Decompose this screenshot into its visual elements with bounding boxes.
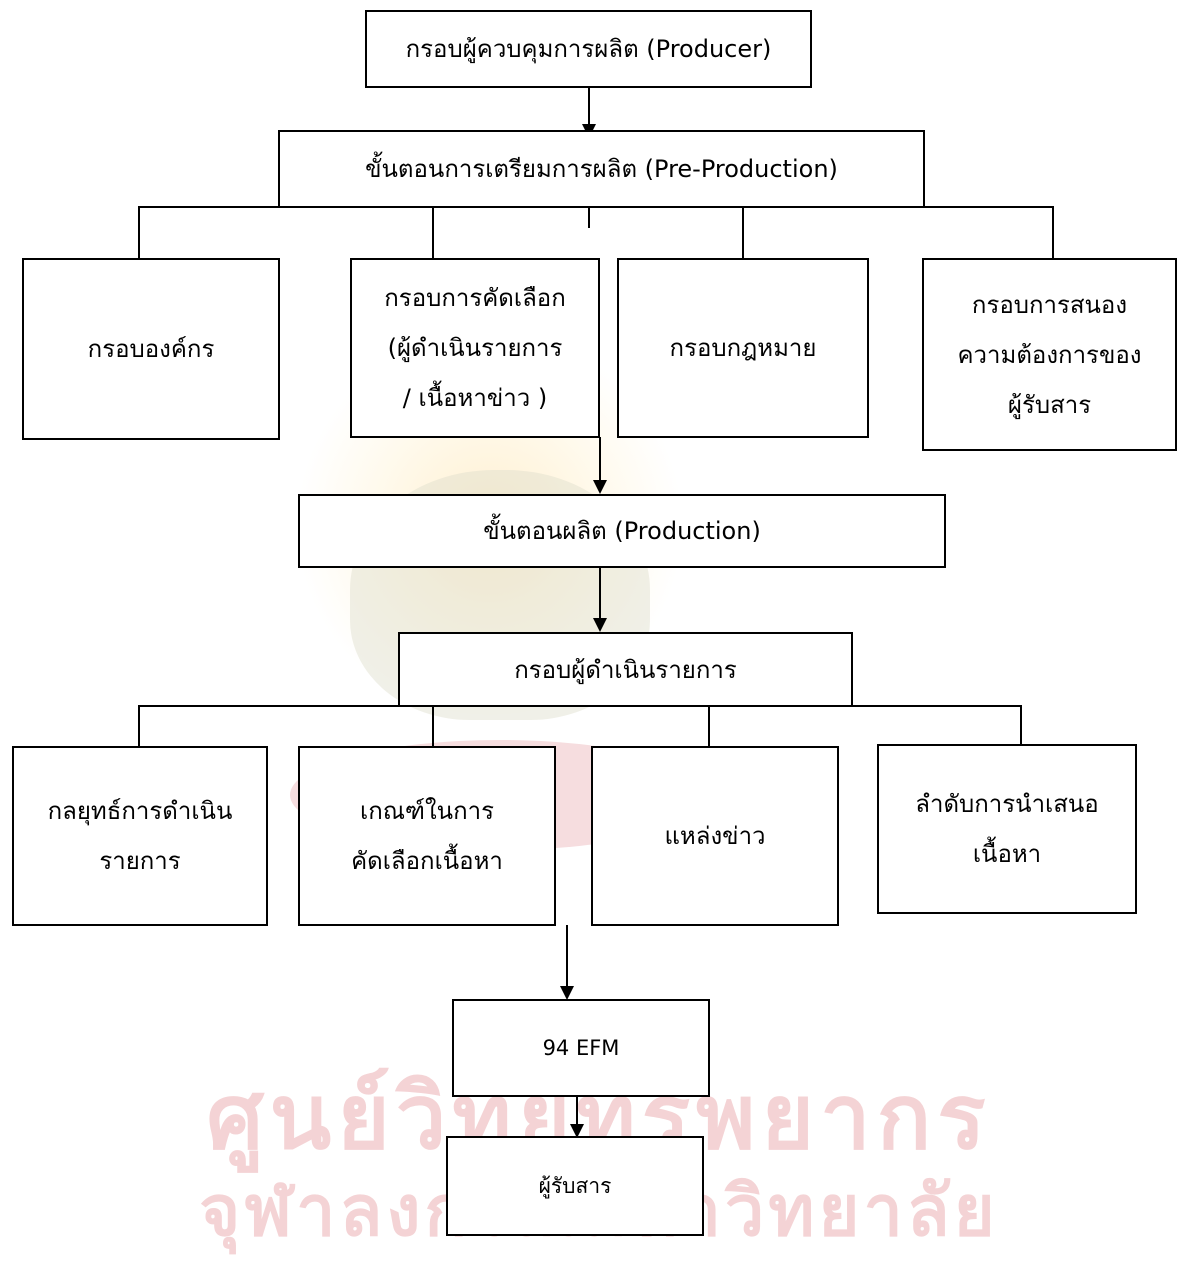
box-audience-needs-frame: กรอบการสนอง ความต้องการของ ผู้รับสาร xyxy=(922,258,1177,451)
box-presentation-order: ลำดับการนำเสนอ เนื้อหา xyxy=(877,744,1137,914)
connector-pre-child4 xyxy=(1052,206,1054,260)
arrowhead-to-production xyxy=(593,480,607,494)
connector-to-production xyxy=(599,437,601,481)
connector-to-audience xyxy=(576,1095,578,1125)
box-production: ขั้นตอนผลิต (Production) xyxy=(298,494,946,568)
box-legal-frame: กรอบกฎหมาย xyxy=(617,258,869,438)
arrowhead-to-host-frame xyxy=(593,618,607,632)
connector-to-host-frame xyxy=(599,566,601,620)
connector-producer-down xyxy=(588,86,590,126)
box-content-criteria: เกณฑ์ในการ คัดเลือกเนื้อหา xyxy=(298,746,556,926)
connector-pre-child1 xyxy=(138,206,140,260)
box-news-sources: แหล่งข่าว xyxy=(591,746,839,926)
connector-host-child1 xyxy=(138,705,140,747)
arrowhead-to-audience xyxy=(570,1124,584,1138)
box-host-strategy: กลยุทธ์การดำเนิน รายการ xyxy=(12,746,268,926)
connector-pre-down xyxy=(588,206,590,228)
connector-host-child2 xyxy=(432,705,434,747)
connector-host-child4 xyxy=(1020,705,1022,747)
connector-host-child3 xyxy=(708,705,710,747)
box-pre-production: ขั้นตอนการเตรียมการผลิต (Pre-Production) xyxy=(278,130,925,208)
box-producer: กรอบผู้ควบคุมการผลิต (Producer) xyxy=(365,10,812,88)
arrowhead-to-station xyxy=(560,986,574,1000)
box-station: 94 EFM xyxy=(452,999,710,1097)
connector-to-station xyxy=(566,925,568,987)
box-audience: ผู้รับสาร xyxy=(446,1136,704,1236)
connector-pre-child3 xyxy=(742,206,744,260)
box-host-frame: กรอบผู้ดำเนินรายการ xyxy=(398,632,853,707)
box-organization-frame: กรอบองค์กร xyxy=(22,258,280,440)
connector-pre-child2 xyxy=(432,206,434,260)
box-selection-frame: กรอบการคัดเลือก (ผู้ดำเนินรายการ / เนื้อ… xyxy=(350,258,600,438)
